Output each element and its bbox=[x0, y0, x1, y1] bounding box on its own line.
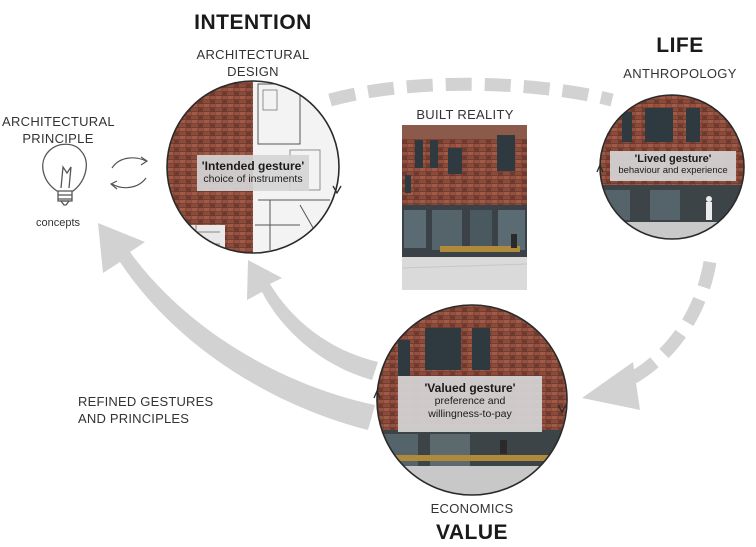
intention-subtitle-line2: DESIGN bbox=[227, 64, 279, 79]
value-title: VALUE bbox=[435, 521, 509, 544]
lived-gesture-title: 'Lived gesture' bbox=[634, 153, 712, 165]
lightbulb-icon bbox=[42, 143, 87, 206]
life-title: LIFE bbox=[656, 34, 704, 57]
principle-label-line2: PRINCIPLE bbox=[22, 131, 94, 146]
intention-subtitle-line1: ARCHITECTURAL bbox=[196, 47, 310, 62]
intended-gesture-desc: choice of instruments bbox=[203, 173, 303, 185]
valued-gesture-box: 'Valued gesture' preference and willingn… bbox=[398, 376, 542, 432]
intended-gesture-title: 'Intended gesture' bbox=[201, 159, 305, 173]
lived-gesture-box: 'Lived gesture' behaviour and experience bbox=[610, 151, 736, 181]
valued-gesture-desc-line2: willingness-to-pay bbox=[428, 408, 512, 420]
valued-gesture-desc-line1: preference and bbox=[434, 395, 506, 407]
refined-label-line2: AND PRINCIPLES bbox=[78, 411, 190, 426]
intended-gesture-box: 'Intended gesture' choice of instruments bbox=[197, 155, 309, 191]
refined-label-line1: REFINED GESTURES bbox=[78, 394, 214, 409]
life-subtitle: ANTHROPOLOGY bbox=[623, 66, 737, 81]
refined-return-arrow-small bbox=[247, 260, 378, 380]
exchange-arrows-icon bbox=[109, 156, 149, 190]
principle-caption: concepts bbox=[35, 217, 81, 229]
value-subtitle: ECONOMICS bbox=[430, 501, 514, 516]
valued-gesture-title: 'Valued gesture' bbox=[424, 381, 516, 395]
built-reality-photo bbox=[401, 125, 528, 290]
lived-gesture-desc: behaviour and experience bbox=[618, 165, 728, 176]
intention-title: INTENTION bbox=[194, 11, 312, 34]
dashed-arrow-intention-to-life bbox=[328, 77, 614, 107]
principle-label-line1: ARCHITECTURAL bbox=[2, 114, 115, 129]
built-reality-label: BUILT REALITY bbox=[416, 107, 514, 122]
refined-return-arrow-large bbox=[98, 223, 375, 430]
dashed-arrow-life-to-value bbox=[582, 260, 717, 410]
